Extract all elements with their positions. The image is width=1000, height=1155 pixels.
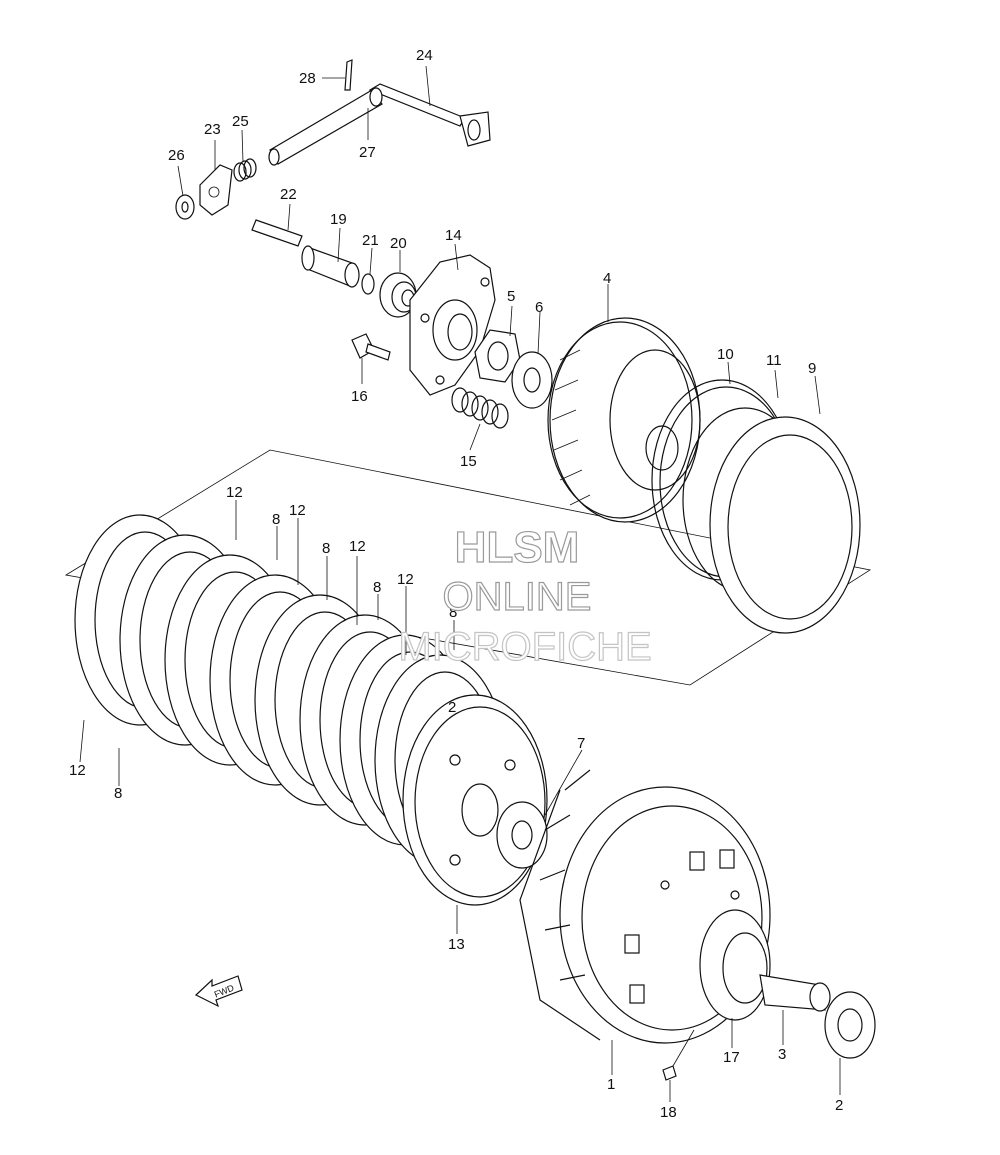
part-21-circlip[interactable] [361,273,375,295]
part-24-release-arm[interactable] [368,83,491,147]
callout-22[interactable]: 22 [280,186,297,203]
callout-8-e[interactable]: 8 [114,785,122,802]
callout-14[interactable]: 14 [445,227,462,244]
watermark-line-1: HLSM [455,523,580,572]
part-14-pressure-plate[interactable] [409,254,496,396]
part-22-push-rod[interactable] [251,219,303,247]
callout-18[interactable]: 18 [660,1104,677,1121]
part-25-spring[interactable] [233,158,257,182]
callout-5[interactable]: 5 [507,288,515,305]
callout-20[interactable]: 20 [390,235,407,252]
callout-2[interactable]: 2 [835,1097,843,1114]
callout-12-d[interactable]: 12 [397,571,414,588]
callout-7[interactable]: 7 [577,735,585,752]
part-27-release-shaft[interactable] [268,87,383,166]
callout-13[interactable]: 13 [448,936,465,953]
callout-21[interactable]: 21 [362,232,379,249]
callout-labels: 28 24 23 25 26 27 22 19 21 20 14 16 5 6 … [69,47,843,1121]
callout-24[interactable]: 24 [416,47,433,64]
part-9-drive-plate[interactable] [709,416,861,634]
callout-17[interactable]: 17 [723,1049,740,1066]
callout-10[interactable]: 10 [717,346,734,363]
callout-15[interactable]: 15 [460,453,477,470]
callout-12-e[interactable]: 12 [69,762,86,779]
callout-26[interactable]: 26 [168,147,185,164]
callout-12-a[interactable]: 12 [226,484,243,501]
callout-27[interactable]: 27 [359,144,376,161]
part-23-lock-plate[interactable] [199,164,233,216]
callout-16[interactable]: 16 [351,388,368,405]
callout-12-b[interactable]: 12 [289,502,306,519]
callout-8-a[interactable]: 8 [272,511,280,528]
leader-lines [79,65,841,1102]
part-3-spacer[interactable] [759,974,831,1012]
part-6-lock-washer[interactable] [511,351,553,409]
callout-3[interactable]: 3 [778,1046,786,1063]
clutch-plate-group-frame [64,449,872,686]
callout-12-c[interactable]: 12 [349,538,366,555]
part-4-sleeve-hub[interactable] [547,317,701,523]
callout-19[interactable]: 19 [330,211,347,228]
part-18-pin[interactable] [662,1065,677,1081]
callout-25[interactable]: 25 [232,113,249,130]
watermark: HLSM ONLINE MICROFICHE [398,522,653,669]
callout-4[interactable]: 4 [603,270,611,287]
part-13-sleeve-hub[interactable] [402,694,548,906]
watermark-line-2: ONLINE [443,575,592,619]
callout-8-c[interactable]: 8 [373,579,381,596]
callout-8-d[interactable]: 8 [449,604,457,621]
callout-8-b[interactable]: 8 [322,540,330,557]
part-7-thrust-washer[interactable] [496,801,548,869]
callout-23[interactable]: 23 [204,121,221,138]
part-26-washer[interactable] [175,194,195,220]
part-20-bearing[interactable] [379,272,417,318]
callout-2-a[interactable]: 2 [448,699,456,716]
arrow-forward-icon: FWD [194,975,243,1008]
callout-28[interactable]: 28 [299,70,316,87]
part-19-push-piece[interactable] [301,245,360,288]
part-15-clutch-spring[interactable] [451,387,509,429]
part-2-thrust-washer[interactable] [824,991,876,1059]
callout-6[interactable]: 6 [535,299,543,316]
part-28-cotter-pin[interactable] [344,59,353,91]
callout-1[interactable]: 1 [607,1076,615,1093]
callout-11[interactable]: 11 [766,352,782,369]
callout-9[interactable]: 9 [808,360,816,377]
watermark-line-3: MICROFICHE [398,625,651,669]
part-16-bolt[interactable] [351,333,391,361]
part-17-oil-pump-drive-gear[interactable] [699,909,771,1021]
